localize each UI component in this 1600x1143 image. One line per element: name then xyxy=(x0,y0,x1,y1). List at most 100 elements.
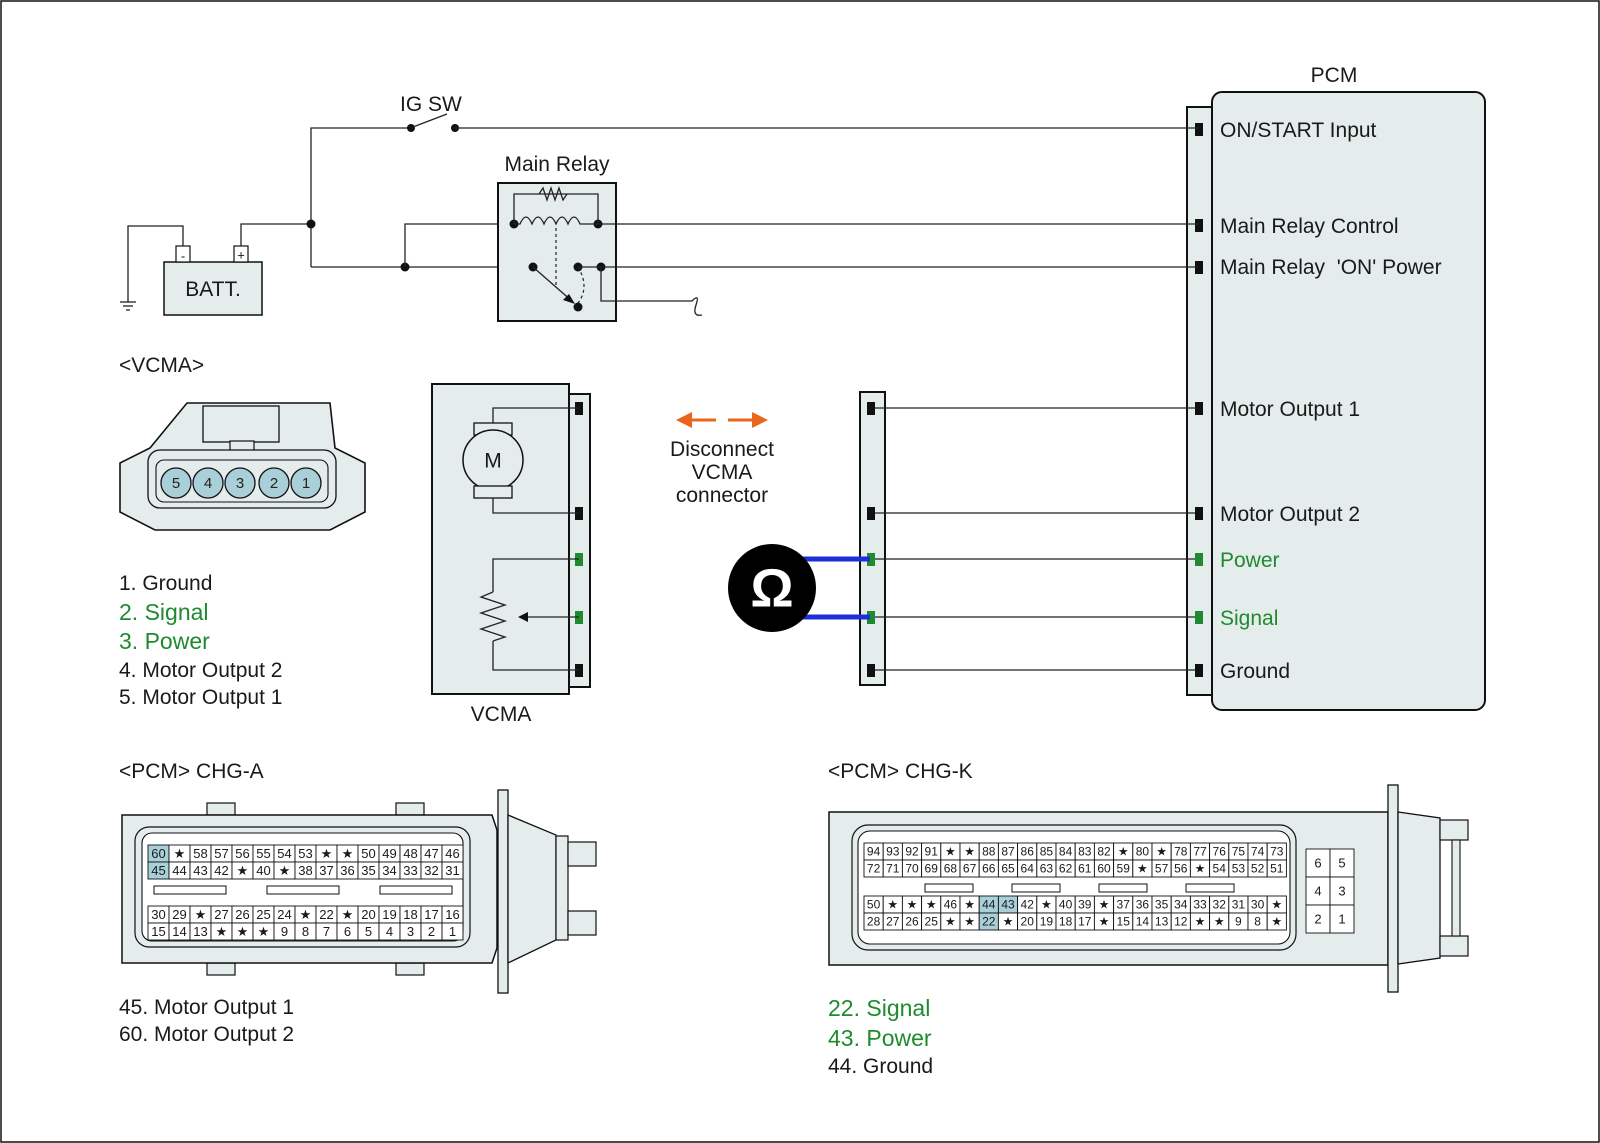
chg-k-pin-label: 20 xyxy=(1021,915,1035,929)
battery-minus-sign: - xyxy=(181,248,185,263)
chg-a-pin-label: ★ xyxy=(174,846,186,861)
ohm-symbol: Ω xyxy=(750,558,793,618)
chg-k-pin-label: ★ xyxy=(1099,915,1110,929)
chg-k-pin-label: 85 xyxy=(1040,845,1054,859)
chg-k-pin-label: 39 xyxy=(1078,898,1092,912)
pcm-pin-ground: Ground xyxy=(1220,660,1290,683)
chg-k-pin-label: 27 xyxy=(886,915,900,929)
ig-switch-contact-a xyxy=(407,124,415,132)
motor-label: M xyxy=(484,450,502,473)
chg-k-pin-label: 12 xyxy=(1174,915,1188,929)
chg-a-pin-label: ★ xyxy=(279,863,291,878)
relay-switch-icon xyxy=(528,228,606,312)
chg-a-pin-label: 36 xyxy=(340,863,354,878)
chg-k-pin-label: 33 xyxy=(1193,898,1207,912)
vcma-pin-label: 3 xyxy=(236,475,244,492)
ig-switch-blade xyxy=(412,113,448,128)
main-relay-label: Main Relay xyxy=(504,153,610,176)
chg-k-pin-label: 37 xyxy=(1117,898,1131,912)
chg-a-pin-label: 29 xyxy=(172,907,186,922)
chg-k-pin-label: ★ xyxy=(1195,915,1206,929)
chg-k-pin-label: ★ xyxy=(907,898,918,912)
vcma-pin-3 xyxy=(224,467,256,499)
chg-a-pin-label: ★ xyxy=(342,907,354,922)
chg-k-pin-label: 88 xyxy=(982,845,996,859)
chg-k-pin-label: 32 xyxy=(1213,898,1227,912)
ground-symbol-icon xyxy=(120,301,136,311)
chg-a-pin-label: 42 xyxy=(214,863,228,878)
chg-a-pin-label: 34 xyxy=(382,863,396,878)
harness-connector-strip xyxy=(859,391,886,686)
chg-k-pin-label: 91 xyxy=(925,845,939,859)
vcma-pin-label: 4 xyxy=(204,475,212,492)
pcm-terminal-on-start xyxy=(1195,123,1203,136)
chg-k-pin-label: 60 xyxy=(1097,862,1111,876)
potentiometer-icon xyxy=(478,591,508,642)
chg-k-pin-label: 68 xyxy=(944,862,958,876)
chg-a-pin-label: 22 xyxy=(319,907,333,922)
chg-k-pin-label: ★ xyxy=(945,845,956,859)
chg-a-legend-60: 60. Motor Output 2 xyxy=(119,1023,294,1046)
chg-k-pin-label: 84 xyxy=(1059,845,1073,859)
chg-a-pin-label: 15 xyxy=(151,924,165,939)
chg-k-small-pin-label: 2 xyxy=(1314,911,1321,926)
vcma-connector-latch xyxy=(202,405,280,443)
chg-a-pin-label: 38 xyxy=(298,863,312,878)
chg-a-pin-label: 24 xyxy=(277,907,291,922)
chg-k-pin-label: 51 xyxy=(1270,862,1284,876)
chg-a-pin-label: 33 xyxy=(403,863,417,878)
pcm-connector-strip xyxy=(1186,106,1214,696)
chg-k-pin-label: 61 xyxy=(1078,862,1092,876)
pcm-terminal-motor-out-2 xyxy=(1195,507,1203,520)
chg-k-pin-label: ★ xyxy=(1271,915,1282,929)
chg-a-pin-label: 18 xyxy=(403,907,417,922)
chg-k-pin-label: ★ xyxy=(1137,862,1148,876)
chg-k-pin-label: 56 xyxy=(1174,862,1188,876)
chg-k-pin-label: ★ xyxy=(945,915,956,929)
chg-k-pin-label: 73 xyxy=(1270,845,1284,859)
chg-k-pin-label: ★ xyxy=(964,915,975,929)
chg-k-pin-label: 44 xyxy=(982,898,996,912)
chg-a-pin-label: 3 xyxy=(407,924,414,939)
disconnect-text-3: connector xyxy=(676,484,768,507)
battery-positive-wire xyxy=(240,223,311,246)
chg-k-pin-label: 64 xyxy=(1021,862,1035,876)
pcm-pin-signal: Signal xyxy=(1220,607,1278,630)
relay-coil-icon xyxy=(509,185,603,229)
chg-k-legend-44: 44. Ground xyxy=(828,1055,933,1078)
chg-k-pin-label: 19 xyxy=(1040,915,1054,929)
pcm-title: PCM xyxy=(1311,64,1358,87)
chg-a-pin-label: 26 xyxy=(235,907,249,922)
chg-k-pin-label: 78 xyxy=(1174,845,1188,859)
chg-k-pin-label: 36 xyxy=(1136,898,1150,912)
pcm-terminal-motor-out-1 xyxy=(1195,402,1203,415)
vcma-pin-5 xyxy=(160,467,192,499)
ohmmeter-icon xyxy=(728,544,816,632)
chg-k-legend: 22. Signal 43. Power 44. Ground xyxy=(828,995,933,1078)
chg-a-pin-label: 45 xyxy=(151,863,165,878)
chg-k-pin-label: 26 xyxy=(905,915,919,929)
chg-a-pin-label: 25 xyxy=(256,907,270,922)
chg-a-pin-label: 14 xyxy=(172,924,186,939)
chg-k-pin-label: 74 xyxy=(1251,845,1265,859)
chg-a-pin-label: ★ xyxy=(300,907,312,922)
chg-a-pin-label: 1 xyxy=(449,924,456,939)
chg-k-title: <PCM> CHG-K xyxy=(828,760,973,783)
pcm-pin-relay-on-power: Main Relay 'ON' Power xyxy=(1220,256,1442,279)
vcma-connector-title: <VCMA> xyxy=(119,354,204,377)
chg-k-pin-label: 70 xyxy=(905,862,919,876)
disconnect-text-2: VCMA xyxy=(692,461,753,484)
chg-a-pin-label: 54 xyxy=(277,846,291,861)
chg-k-pin-label: ★ xyxy=(1099,898,1110,912)
pcm-pin-motor-out-1: Motor Output 1 xyxy=(1220,398,1360,421)
chg-k-pin-label: 92 xyxy=(905,845,919,859)
harness-terminal-3 xyxy=(867,553,875,566)
chg-k-pin-label: ★ xyxy=(887,898,898,912)
pcm-terminal-power xyxy=(1195,553,1203,566)
chg-a-pin-label: ★ xyxy=(195,907,207,922)
chg-a-pin-label: ★ xyxy=(258,924,270,939)
